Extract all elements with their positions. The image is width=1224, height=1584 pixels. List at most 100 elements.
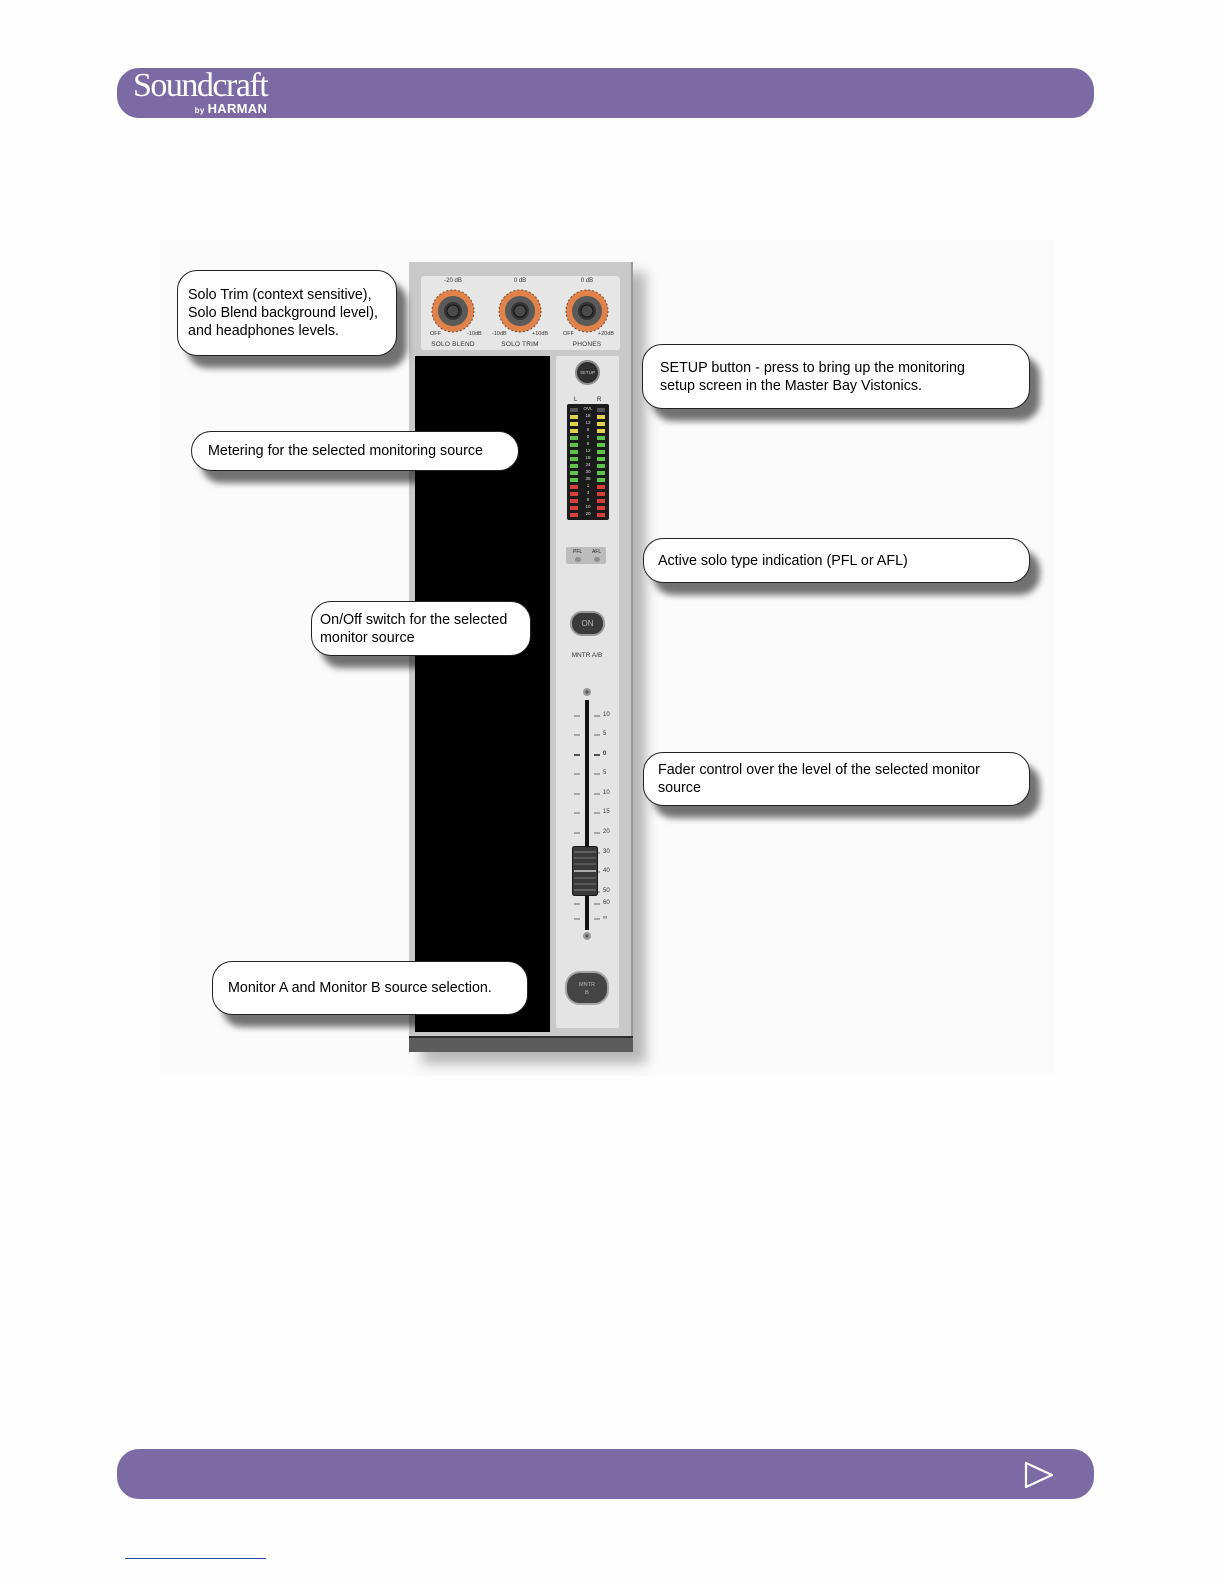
mntr-ab-button[interactable]: MNTR B bbox=[565, 971, 609, 1005]
knob-right-label: +20dB bbox=[598, 331, 615, 337]
meter-segment bbox=[570, 478, 578, 482]
meter-segment bbox=[570, 443, 578, 447]
pfl-led bbox=[575, 557, 581, 562]
meter-right-label: R bbox=[597, 397, 602, 403]
fader-scale-label: 60 bbox=[603, 900, 610, 906]
meter-segment bbox=[597, 506, 605, 510]
level-meter bbox=[567, 404, 609, 520]
footer-link-underline bbox=[125, 1558, 266, 1559]
solo-trim-knob[interactable] bbox=[496, 287, 544, 335]
logo-wordmark: Soundcraft bbox=[133, 67, 269, 104]
meter-segment bbox=[597, 422, 605, 426]
meter-scale-label: 0 bbox=[586, 434, 590, 439]
fader-scale-label: 5 bbox=[603, 770, 607, 776]
meter-scale-label: 18 bbox=[585, 413, 591, 418]
meter-segment bbox=[570, 464, 578, 468]
callout-solo-trim: Solo Trim (context sensitive), Solo Blen… bbox=[177, 270, 397, 356]
meter-left-label: L bbox=[574, 397, 578, 403]
knob-top-label: 0 dB bbox=[513, 278, 527, 284]
meter-segment bbox=[597, 485, 605, 489]
mntr-ab-label: MNTR A/B bbox=[571, 652, 603, 659]
meter-segment bbox=[570, 429, 578, 433]
fader-scale-label: 10 bbox=[603, 790, 610, 796]
callout-text: Monitor A and Monitor B source selection… bbox=[228, 980, 492, 996]
logo-by: by bbox=[194, 106, 205, 115]
knob-right-label: -10dB bbox=[467, 331, 482, 337]
meter-segment bbox=[570, 408, 578, 412]
meter-scale-label: 3 bbox=[586, 490, 590, 495]
meter-scale-label: 6 bbox=[586, 441, 590, 446]
meter-segment bbox=[597, 436, 605, 440]
callout-text: Metering for the selected monitoring sou… bbox=[208, 443, 483, 459]
fader-scale-label: 10 bbox=[603, 712, 610, 718]
meter-segment bbox=[570, 485, 578, 489]
meter-scale-label: 10 bbox=[585, 504, 591, 509]
panel-bottom-edge bbox=[409, 1036, 633, 1052]
logo-harman: HARMAN bbox=[207, 101, 268, 116]
meter-scale-label: 24 bbox=[585, 462, 591, 467]
meter-scale-label: 1 bbox=[586, 483, 590, 488]
solo-blend-knob[interactable] bbox=[429, 287, 477, 335]
fader-scale-label: 5 bbox=[603, 731, 607, 737]
meter-segment bbox=[597, 457, 605, 461]
mntr-button-line1: MNTR bbox=[579, 982, 595, 988]
callout-on-off: On/Off switch for the selected monitor s… bbox=[311, 601, 531, 656]
knob-top-label: 0 dB bbox=[580, 278, 594, 284]
callout-solo-type: Active solo type indication (PFL or AFL) bbox=[643, 538, 1030, 583]
meter-segment bbox=[597, 471, 605, 475]
knob-right-label: +10dB bbox=[532, 331, 549, 337]
fader-scale-label: 30 bbox=[603, 849, 610, 855]
meter-segment bbox=[570, 450, 578, 454]
callout-monitor-ab: Monitor A and Monitor B source selection… bbox=[212, 961, 528, 1015]
meter-segment bbox=[597, 408, 605, 412]
knob-top-label: -20 dB bbox=[444, 278, 462, 284]
meter-scale-label: 36 bbox=[585, 476, 591, 481]
meter-segment bbox=[597, 478, 605, 482]
afl-led bbox=[594, 557, 600, 562]
meter-segment bbox=[597, 513, 605, 517]
callout-setup: SETUP button - press to bring up the mon… bbox=[642, 344, 1030, 409]
callout-text: Solo Trim (context sensitive), Solo Blen… bbox=[188, 287, 378, 339]
meter-scale-label: 18 bbox=[585, 455, 591, 460]
meter-segment bbox=[597, 450, 605, 454]
callout-text: Active solo type indication (PFL or AFL) bbox=[658, 552, 908, 569]
knob-left-label: OFF bbox=[430, 331, 441, 337]
setup-button[interactable]: SETUP bbox=[575, 360, 600, 385]
meter-scale-label: 6 bbox=[586, 427, 590, 432]
solo-type-indicator: PFL AFL bbox=[566, 547, 606, 564]
next-page-arrow-icon[interactable] bbox=[1024, 1461, 1054, 1489]
meter-scale-label: 30 bbox=[585, 469, 591, 474]
callout-text: SETUP button - press to bring up the mon… bbox=[660, 359, 965, 394]
fader-scale-label: ∞ bbox=[603, 915, 608, 921]
meter-segment bbox=[570, 506, 578, 510]
footer-banner bbox=[117, 1449, 1094, 1499]
on-button[interactable]: ON bbox=[570, 611, 605, 636]
knob-name-label: PHONES bbox=[572, 341, 602, 348]
phones-knob[interactable] bbox=[563, 287, 611, 335]
meter-scale-label: 12 bbox=[585, 448, 591, 453]
meter-scale-label: 6 bbox=[586, 497, 590, 502]
meter-segment bbox=[597, 499, 605, 503]
mntr-button-line2: B bbox=[585, 990, 589, 996]
meter-bars bbox=[570, 408, 605, 517]
meter-segment bbox=[597, 429, 605, 433]
meter-segment bbox=[597, 415, 605, 419]
meter-segment bbox=[570, 415, 578, 419]
fader-scale-label: 15 bbox=[603, 809, 610, 815]
meter-segment bbox=[570, 422, 578, 426]
callout-text: Fader control over the level of the sele… bbox=[658, 762, 980, 796]
fader-scale-label: 0 bbox=[603, 751, 607, 757]
fader-scale-label: 50 bbox=[603, 888, 610, 894]
pfl-label: PFL bbox=[573, 549, 583, 555]
meter-segment bbox=[570, 513, 578, 517]
callout-fader: Fader control over the level of the sele… bbox=[643, 752, 1030, 806]
meter-segment bbox=[570, 471, 578, 475]
fader-scale-label: 20 bbox=[603, 829, 610, 835]
fader-knob[interactable] bbox=[572, 846, 598, 896]
callout-metering: Metering for the selected monitoring sou… bbox=[191, 431, 519, 471]
meter-segment bbox=[570, 499, 578, 503]
